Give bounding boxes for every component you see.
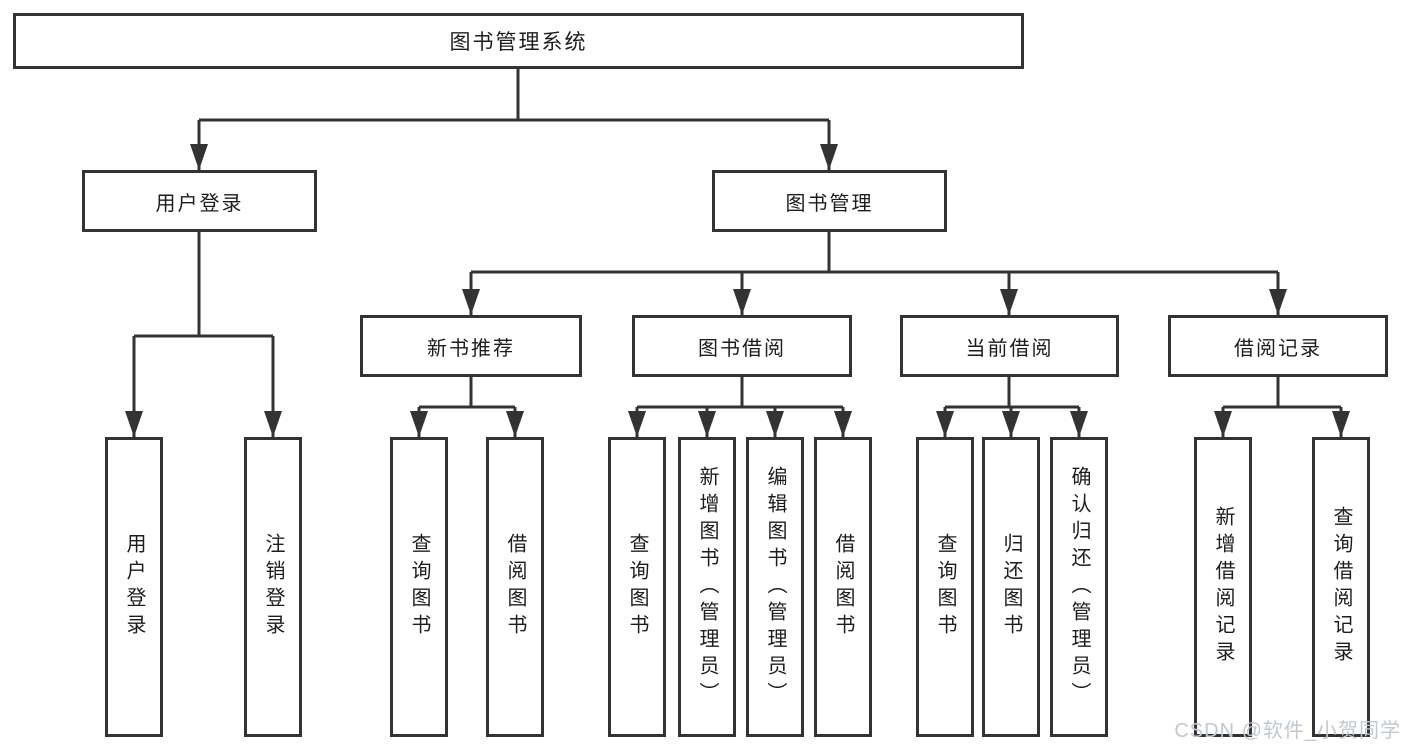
leaf-return-books: 归还图书 <box>982 437 1040 737</box>
leaf-borrow-books-recommend: 借阅图书 <box>486 437 544 737</box>
node-new-book-recommend: 新书推荐 <box>360 315 582 377</box>
watermark: CSDN @软件_小贺同学 <box>1174 720 1401 742</box>
leaf-edit-books-admin: 编辑图书（管理员） <box>746 437 804 737</box>
connector-new-book-to-leaves <box>410 377 524 437</box>
leaf-user-login: 用户登录 <box>105 437 163 737</box>
leaf-query-books-current: 查询图书 <box>916 437 974 737</box>
leaf-query-borrow-record: 查询借阅记录 <box>1312 437 1370 737</box>
node-book-management: 图书管理 <box>712 170 947 232</box>
node-current-borrow: 当前借阅 <box>900 315 1119 377</box>
leaf-logout-login: 注销登录 <box>244 437 302 737</box>
leaf-borrow-books: 借阅图书 <box>814 437 872 737</box>
connector-book-management-to-level3 <box>462 232 1287 315</box>
connector-user-login-to-leaves <box>125 232 282 437</box>
connector-borrow-records-to-leaves <box>1214 377 1350 437</box>
connector-root-to-level2 <box>190 69 838 170</box>
node-book-borrow: 图书借阅 <box>632 315 852 377</box>
leaf-query-books-borrow: 查询图书 <box>608 437 666 737</box>
node-root-system: 图书管理系统 <box>13 13 1024 69</box>
node-borrow-records: 借阅记录 <box>1168 315 1388 377</box>
node-user-login: 用户登录 <box>82 170 317 232</box>
leaf-confirm-return-admin: 确认归还（管理员） <box>1050 437 1108 737</box>
connector-current-borrow-to-leaves <box>936 377 1088 437</box>
leaf-query-books-recommend: 查询图书 <box>390 437 448 737</box>
leaf-add-borrow-record: 新增借阅记录 <box>1194 437 1252 737</box>
leaf-add-books-admin: 新增图书（管理员） <box>678 437 736 737</box>
connector-book-borrow-to-leaves <box>628 377 852 437</box>
